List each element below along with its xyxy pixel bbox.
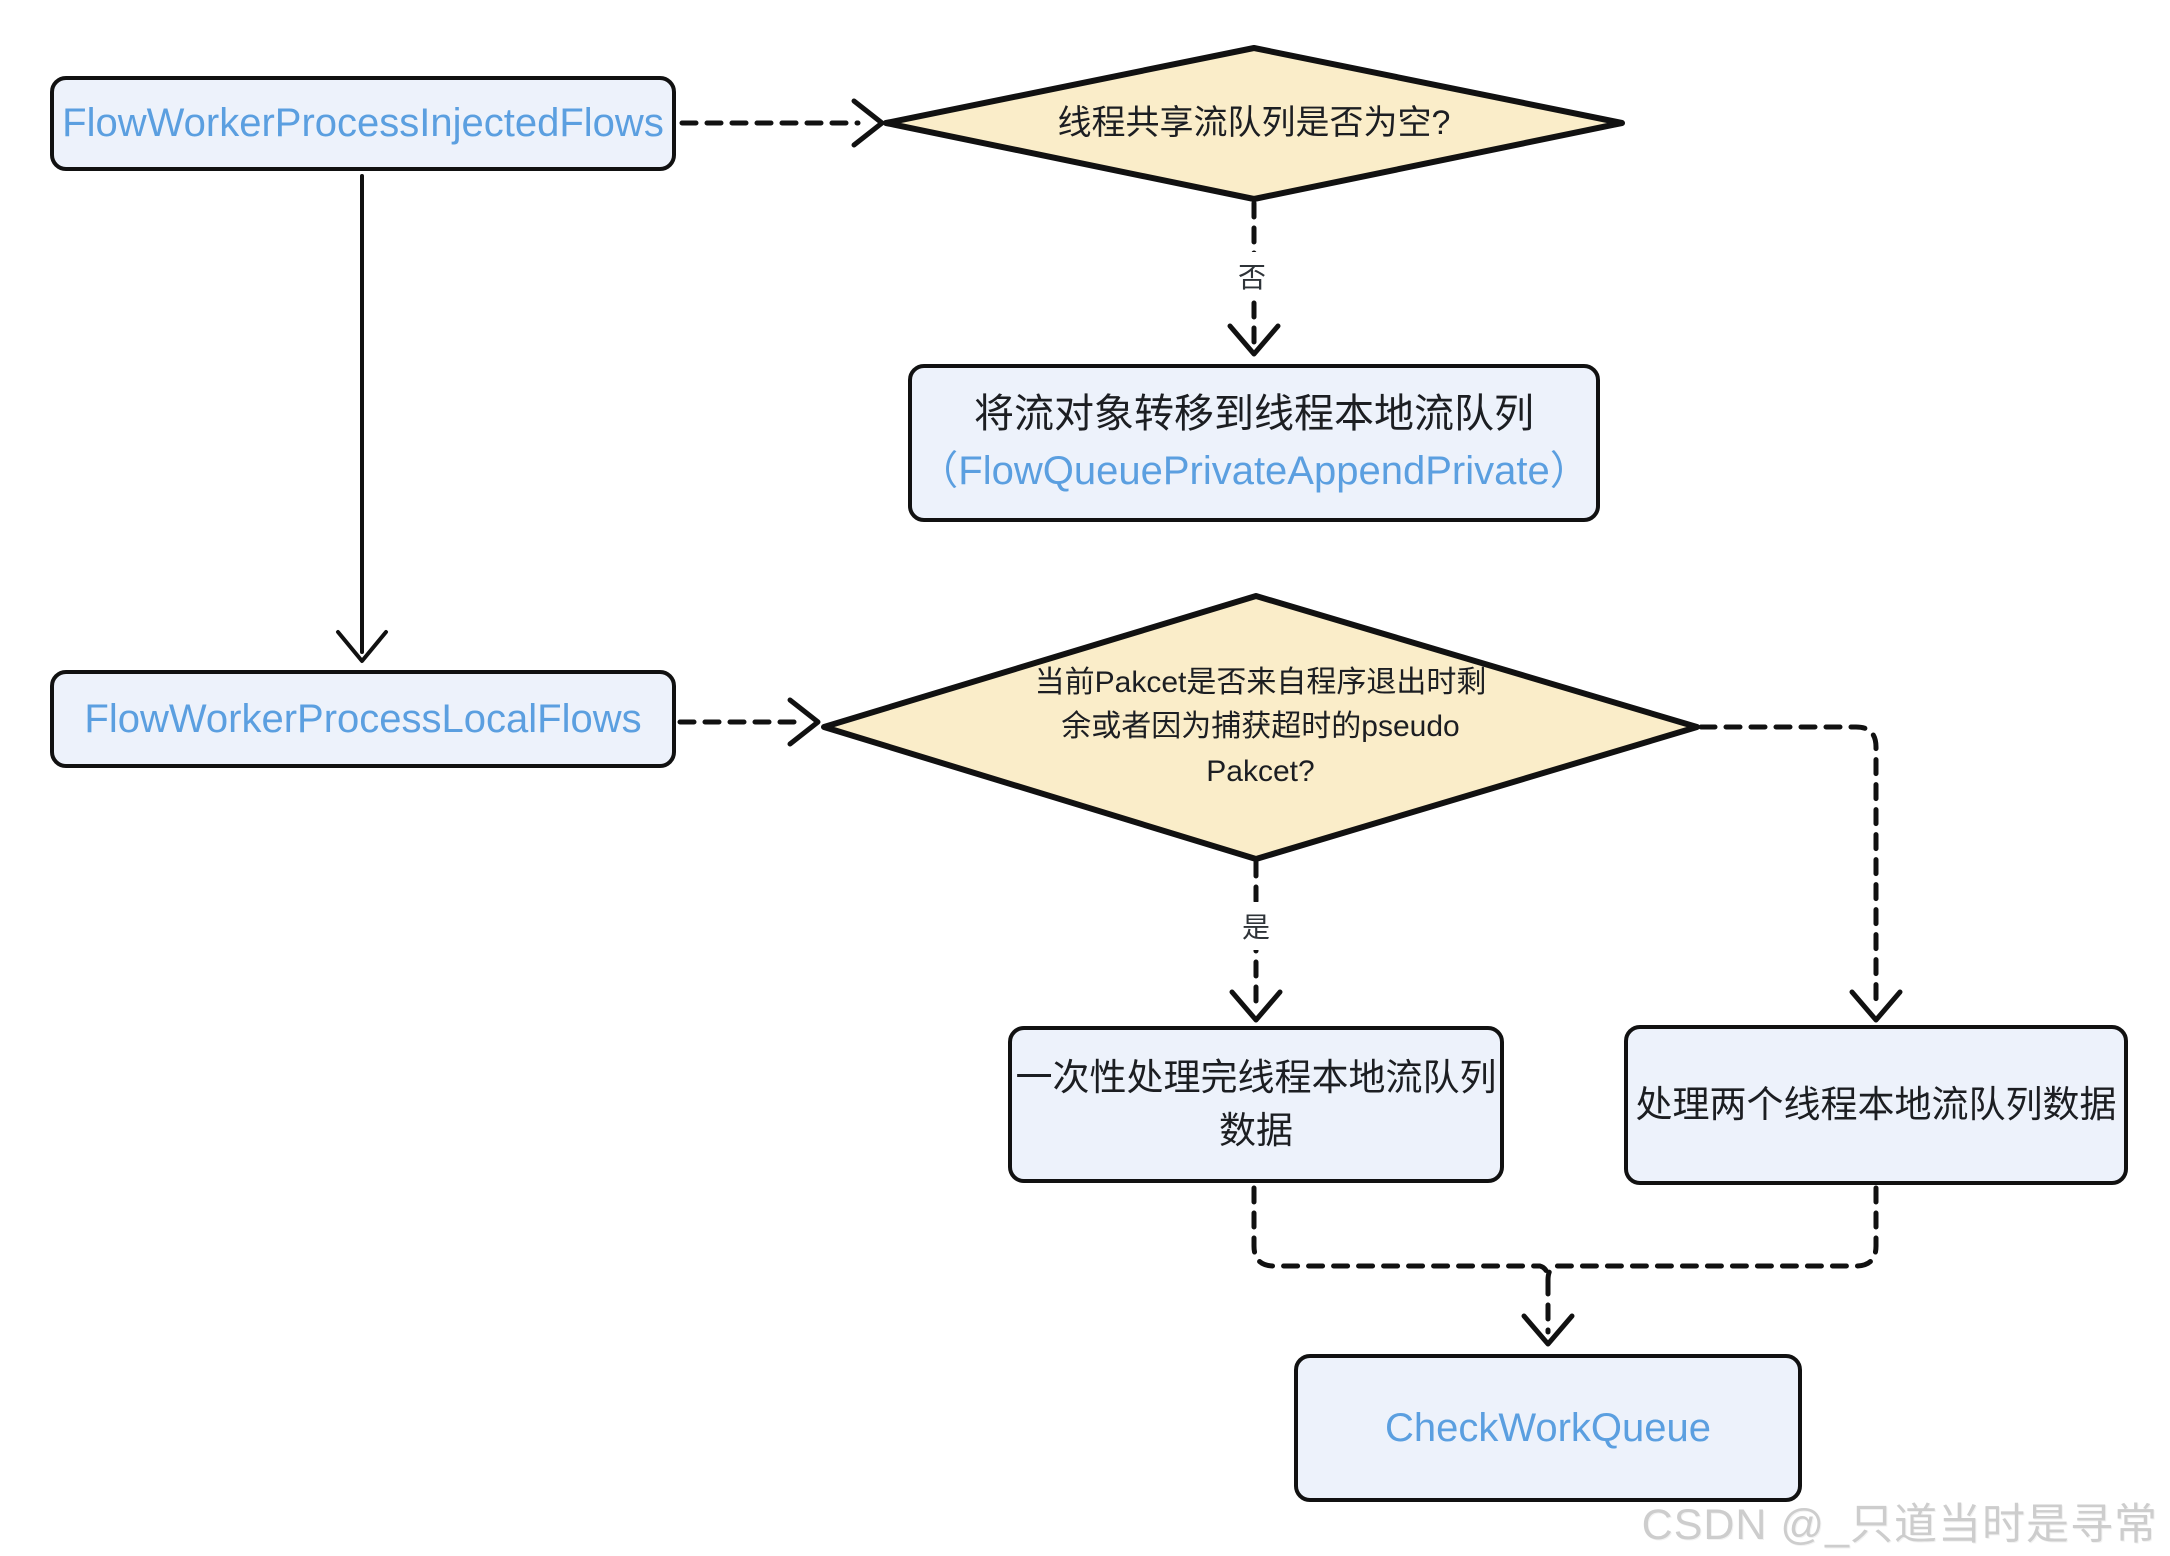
decision-diamond-pseudo-packet bbox=[824, 596, 1697, 859]
arrowhead-local bbox=[338, 632, 386, 661]
arrowhead-process-once bbox=[1232, 992, 1280, 1020]
csdn-watermark: CSDN @_只道当时是寻常 bbox=[1641, 1501, 2158, 1549]
node-label: FlowWorkerProcessLocalFlows bbox=[84, 696, 642, 741]
connector-process-once-to-merge bbox=[1254, 1188, 1548, 1280]
decision-diamond-shared-queue bbox=[886, 48, 1622, 199]
node-flowworker-process-local-flows: FlowWorkerProcessLocalFlows bbox=[50, 670, 676, 768]
edge-label-yes: 是 bbox=[1233, 902, 1279, 950]
node-label-line2: 数据 bbox=[1219, 1109, 1293, 1151]
node-process-once-local-queue: 一次性处理完线程本地流队列 数据 bbox=[1008, 1026, 1504, 1183]
node-label: FlowWorkerProcessInjectedFlows bbox=[62, 101, 664, 146]
node-process-both-local-queues: 处理两个线程本地流队列数据 bbox=[1624, 1025, 2128, 1185]
decision-text-line2: 余或者因为捕获超时的pseudo bbox=[1061, 710, 1460, 744]
node-label-line1: 一次性处理完线程本地流队列 bbox=[1015, 1056, 1497, 1098]
arrowhead-empty-check bbox=[854, 101, 882, 145]
arrowhead-pseudo-check bbox=[790, 700, 818, 744]
node-label-line1: 将流对象转移到线程本地流队列 bbox=[974, 392, 1534, 437]
decision-label-pseudo-packet: 当前Pakcet是否来自程序退出时剩 余或者因为捕获超时的pseudo Pakc… bbox=[824, 596, 1697, 859]
arrowhead-transfer bbox=[1230, 326, 1278, 354]
arrowhead-process-both bbox=[1852, 992, 1900, 1020]
decision-text-line3: Pakcet? bbox=[1206, 754, 1315, 788]
decision-label-shared-queue-empty: 线程共享流队列是否为空? bbox=[886, 48, 1622, 199]
connector-pseudo-check-to-process-both bbox=[1701, 727, 1876, 1008]
decision-text: 线程共享流队列是否为空? bbox=[1057, 104, 1451, 143]
node-transfer-to-local-queue: 将流对象转移到线程本地流队列 （FlowQueuePrivateAppendPr… bbox=[908, 364, 1600, 522]
node-label-line2: （FlowQueuePrivateAppendPrivate） bbox=[918, 449, 1590, 493]
node-label: 处理两个线程本地流队列数据 bbox=[1635, 1083, 2117, 1125]
node-flowworker-process-injected-flows: FlowWorkerProcessInjectedFlows bbox=[50, 76, 676, 171]
connector-process-both-to-merge bbox=[1548, 1188, 1876, 1280]
decision-text-line1: 当前Pakcet是否来自程序退出时剩 bbox=[1034, 665, 1487, 699]
node-check-work-queue: CheckWorkQueue bbox=[1294, 1354, 1802, 1502]
arrowhead-check-work-queue bbox=[1524, 1316, 1572, 1344]
node-label: CheckWorkQueue bbox=[1384, 1405, 1712, 1450]
edge-label-no: 否 bbox=[1229, 252, 1275, 300]
